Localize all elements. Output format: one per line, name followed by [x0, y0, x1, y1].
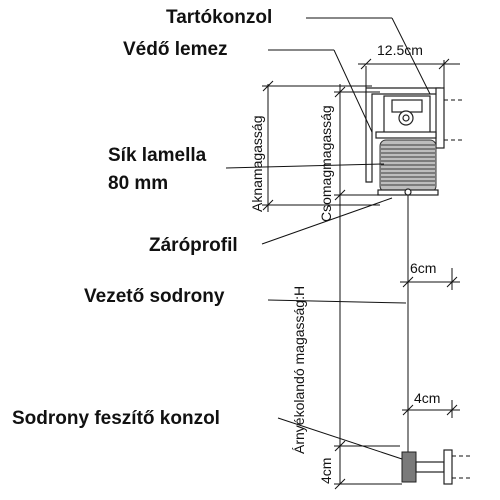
- mounting-bracket-assembly: [365, 87, 462, 196]
- label-sik-lamella-1: Sík lamella: [108, 145, 207, 166]
- tension-bracket-rod: [415, 461, 445, 473]
- wire-anchor: [404, 188, 412, 196]
- bracket-base: [375, 131, 437, 139]
- bracket-top-part: [391, 99, 423, 113]
- wall-plate: [435, 87, 445, 149]
- dim-aknamagassag: [262, 80, 380, 212]
- bracket-axle-center: [402, 114, 410, 122]
- dim-bottom-gap: [334, 478, 402, 490]
- label-vedo-lemez: Védő lemez: [123, 39, 228, 60]
- rolled-lamella-package: [379, 139, 437, 193]
- dim-aknamagassag-label: Aknamagasság: [249, 115, 265, 212]
- dim-width-top-label: 12.5cm: [377, 42, 423, 58]
- dim-bracket-offset-label: 4cm: [414, 390, 440, 406]
- dim-csomagmagassag: [334, 84, 380, 205]
- dim-csomagmagassag-label: Csomagmagasság: [318, 105, 334, 222]
- dim-bottom-gap-label: 4cm: [318, 458, 334, 484]
- dim-wire-offset: [400, 268, 460, 290]
- label-sik-lamella-2: 80 mm: [108, 173, 168, 194]
- lamella-lines: [381, 144, 435, 186]
- label-sodrony-feszito-konzol: Sodrony feszítő konzol: [12, 408, 220, 429]
- dim-arnyekolando: [334, 194, 400, 484]
- tension-bracket: [401, 449, 470, 485]
- dim-bracket-offset: [402, 400, 460, 418]
- tension-bracket-block: [401, 451, 417, 483]
- label-tartokonzol: Tartókonzol: [166, 7, 272, 28]
- label-vezeto-sodrony: Vezető sodrony: [84, 286, 225, 307]
- dim-wire-offset-label: 6cm: [410, 260, 436, 276]
- label-zaroprofil: Záróprofil: [149, 235, 238, 256]
- dim-width-top: [358, 58, 460, 88]
- tension-bracket-wall-plate: [443, 449, 453, 485]
- dim-arnyekolando-label: Árnyékolandó magasság:H: [291, 286, 307, 454]
- leader-lines: [225, 17, 431, 460]
